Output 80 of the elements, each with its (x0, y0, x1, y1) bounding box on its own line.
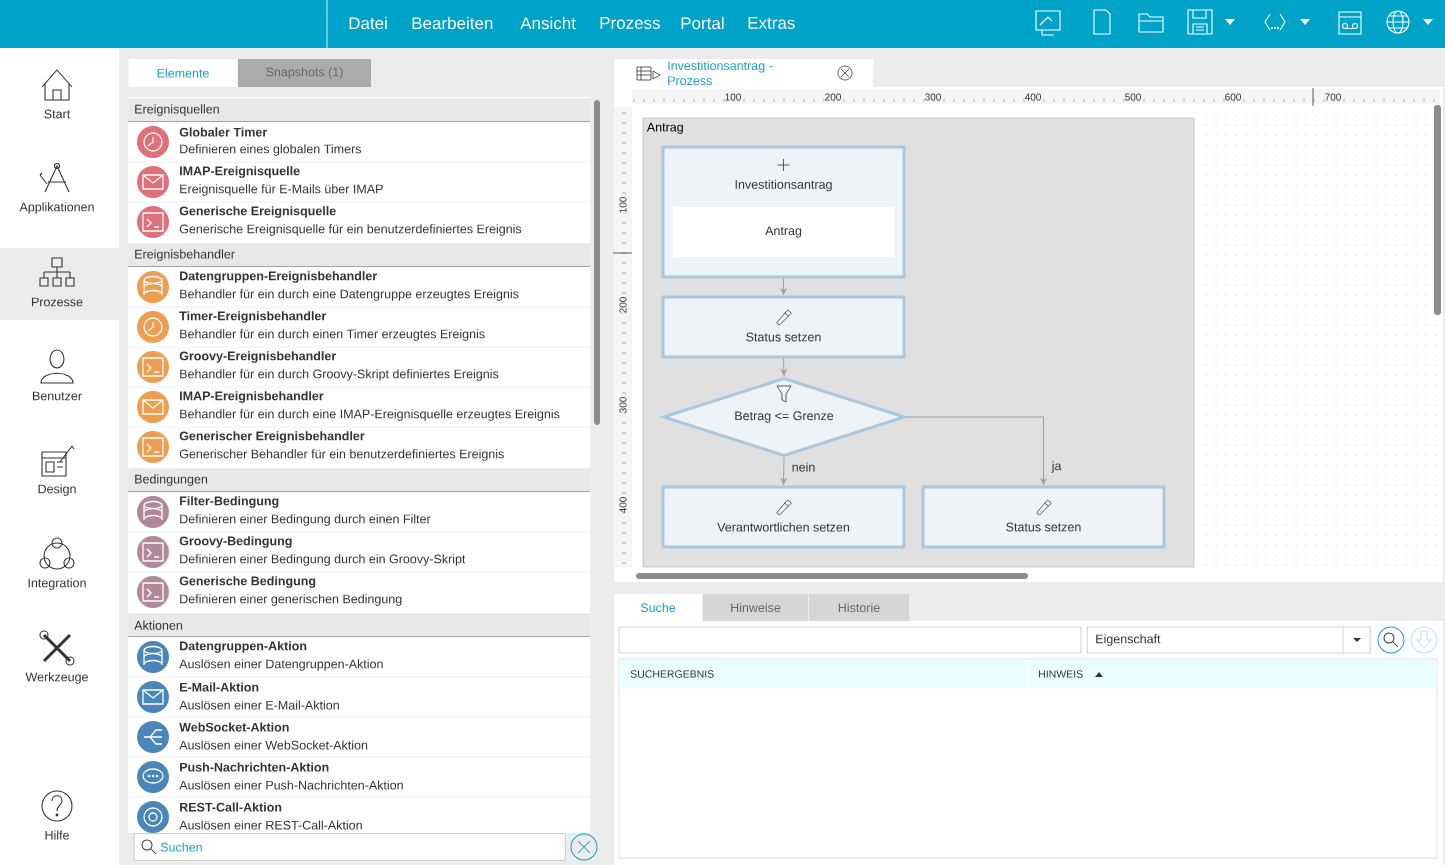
tab: Historie (809, 594, 909, 621)
list-item-description: Behandler für ein durch eine IMAP-Ereignisquelle erzeugtes Ereignis (180, 409, 560, 421)
list-item-title: E-Mail-Aktion (180, 682, 259, 692)
list-item-title: Generischer Ereignisbehandler (179, 431, 365, 443)
menu-item: Extras (748, 17, 795, 29)
ruler-number: 100 (619, 196, 627, 214)
sidebar-label: Werkzeuge (25, 672, 88, 684)
list-item-title: Globaler Timer (179, 127, 267, 137)
list-item-description: Auslösen einer Push-Nachrichten-Aktion (179, 780, 403, 790)
list-item-title: Push-Nachrichten-Aktion (180, 762, 329, 772)
list-item-title: Datengruppen-Ereignisbehandler (180, 271, 377, 283)
document-tab: Investitionsantrag - Prozess (614, 59, 874, 87)
arrow (781, 358, 787, 376)
arrow (906, 416, 1047, 485)
ruler-number: 500 (1124, 93, 1142, 101)
action-box: Status setzen (661, 295, 906, 359)
list-item-description: Auslösen einer REST-Call-Aktion (179, 820, 362, 830)
ruler-number: 200 (824, 93, 842, 101)
list-item-description: Definieren einer Bedingung durch ein Groovy-Skript (180, 554, 466, 566)
menu-item: Prozess (600, 17, 660, 29)
ruler-number: 300 (924, 93, 942, 101)
section-header: Ereignisquellen (128, 98, 591, 123)
list-item-description: Definieren eines globalen Timers (180, 144, 361, 156)
section-header: Bedingungen (128, 468, 591, 493)
section-header: Ereignisbehandler (128, 243, 591, 268)
list-item-title: WebSocket-Aktion (179, 722, 289, 732)
sidebar-label: Prozesse (31, 297, 83, 307)
list-item-description: Auslösen einer E-Mail-Aktion (179, 700, 339, 710)
list-item-description: Generische Ereignisquelle für ein benutzerdefiniertes Ereignis (179, 224, 522, 236)
ruler-number: 100 (724, 93, 742, 101)
column-header: HINWEIS (1028, 660, 1437, 688)
search-field: Suchen (134, 833, 566, 861)
ruler-number: 600 (1224, 93, 1242, 101)
dropdown: Eigenschaft (1087, 626, 1371, 654)
column-header: SUCHERGEBNIS (620, 660, 1029, 688)
list-item-title: Groovy-Ereignisbehandler (179, 351, 336, 363)
sidebar-label: Start (44, 109, 71, 119)
menu-item: Portal (681, 16, 724, 30)
form-box: Antrag (672, 206, 895, 258)
sidebar-label: Hilfe (45, 830, 69, 840)
section-header: Aktionen (128, 613, 591, 638)
list-item-description: Auslösen einer WebSocket-Aktion (179, 740, 368, 750)
arrow (780, 278, 787, 295)
list-item-description: Auslösen einer Datengruppen-Aktion (179, 659, 383, 671)
list-item-description: Definieren einer generischen Bedingung (180, 594, 402, 606)
tab: Elemente (128, 59, 238, 87)
tab: Hinweise (703, 594, 808, 621)
list-item-title: IMAP-Ereignisquelle (180, 166, 300, 178)
menu-item: Datei (349, 16, 387, 30)
ruler-number: 300 (619, 396, 627, 414)
list-item-description: Behandler für ein durch eine Datengruppe erzeugtes Ereignis (180, 289, 519, 301)
action-box: Verantwortlichen setzen (661, 485, 906, 549)
list-item-description: Ereignisquelle für E-Mails über IMAP (180, 184, 383, 196)
list-item-title: REST-Call-Aktion (180, 802, 282, 812)
edge-label: nein (790, 461, 817, 473)
sidebar-label: Benutzer (33, 391, 82, 401)
sidebar-label: Applikationen (19, 202, 94, 214)
menu-item: Bearbeiten (412, 16, 493, 30)
menu-item: Ansicht (520, 16, 576, 30)
sidebar-label: Design (38, 484, 76, 496)
sidebar-label: Integration (28, 578, 86, 590)
ruler-number: 700 (1324, 93, 1342, 101)
list-item-title: Filter-Bedingung (180, 496, 279, 508)
ruler-number: 400 (1024, 93, 1042, 101)
list-item-title: Groovy-Bedingung (179, 536, 292, 548)
list-item-description: Definieren einer Bedingung durch einen Filter (180, 514, 431, 526)
tab: Snapshots (1) (238, 59, 371, 87)
action-box: Status setzen (921, 485, 1166, 549)
list-item-title: Generische Ereignisquelle (179, 206, 336, 218)
list-item-title: IMAP-Ereignisbehandler (180, 391, 324, 403)
tab: Suche (614, 594, 702, 621)
arrow (780, 457, 787, 485)
list-item-title: Datengruppen-Aktion (180, 641, 307, 653)
list-item-description: Behandler für ein durch einen Timer erzeugtes Ereignis (180, 329, 485, 341)
ruler-number: 400 (619, 496, 627, 514)
list-item-title: Timer-Ereignisbehandler (179, 311, 327, 323)
list-item-title: Generische Bedingung (179, 576, 316, 588)
ruler-number: 200 (619, 296, 627, 314)
list-item-description: Behandler für ein durch Groovy-Skript definiertes Ereignis (180, 369, 499, 381)
list-item-description: Generischer Behandler für ein benutzerdefiniertes Ereignis (179, 449, 504, 461)
